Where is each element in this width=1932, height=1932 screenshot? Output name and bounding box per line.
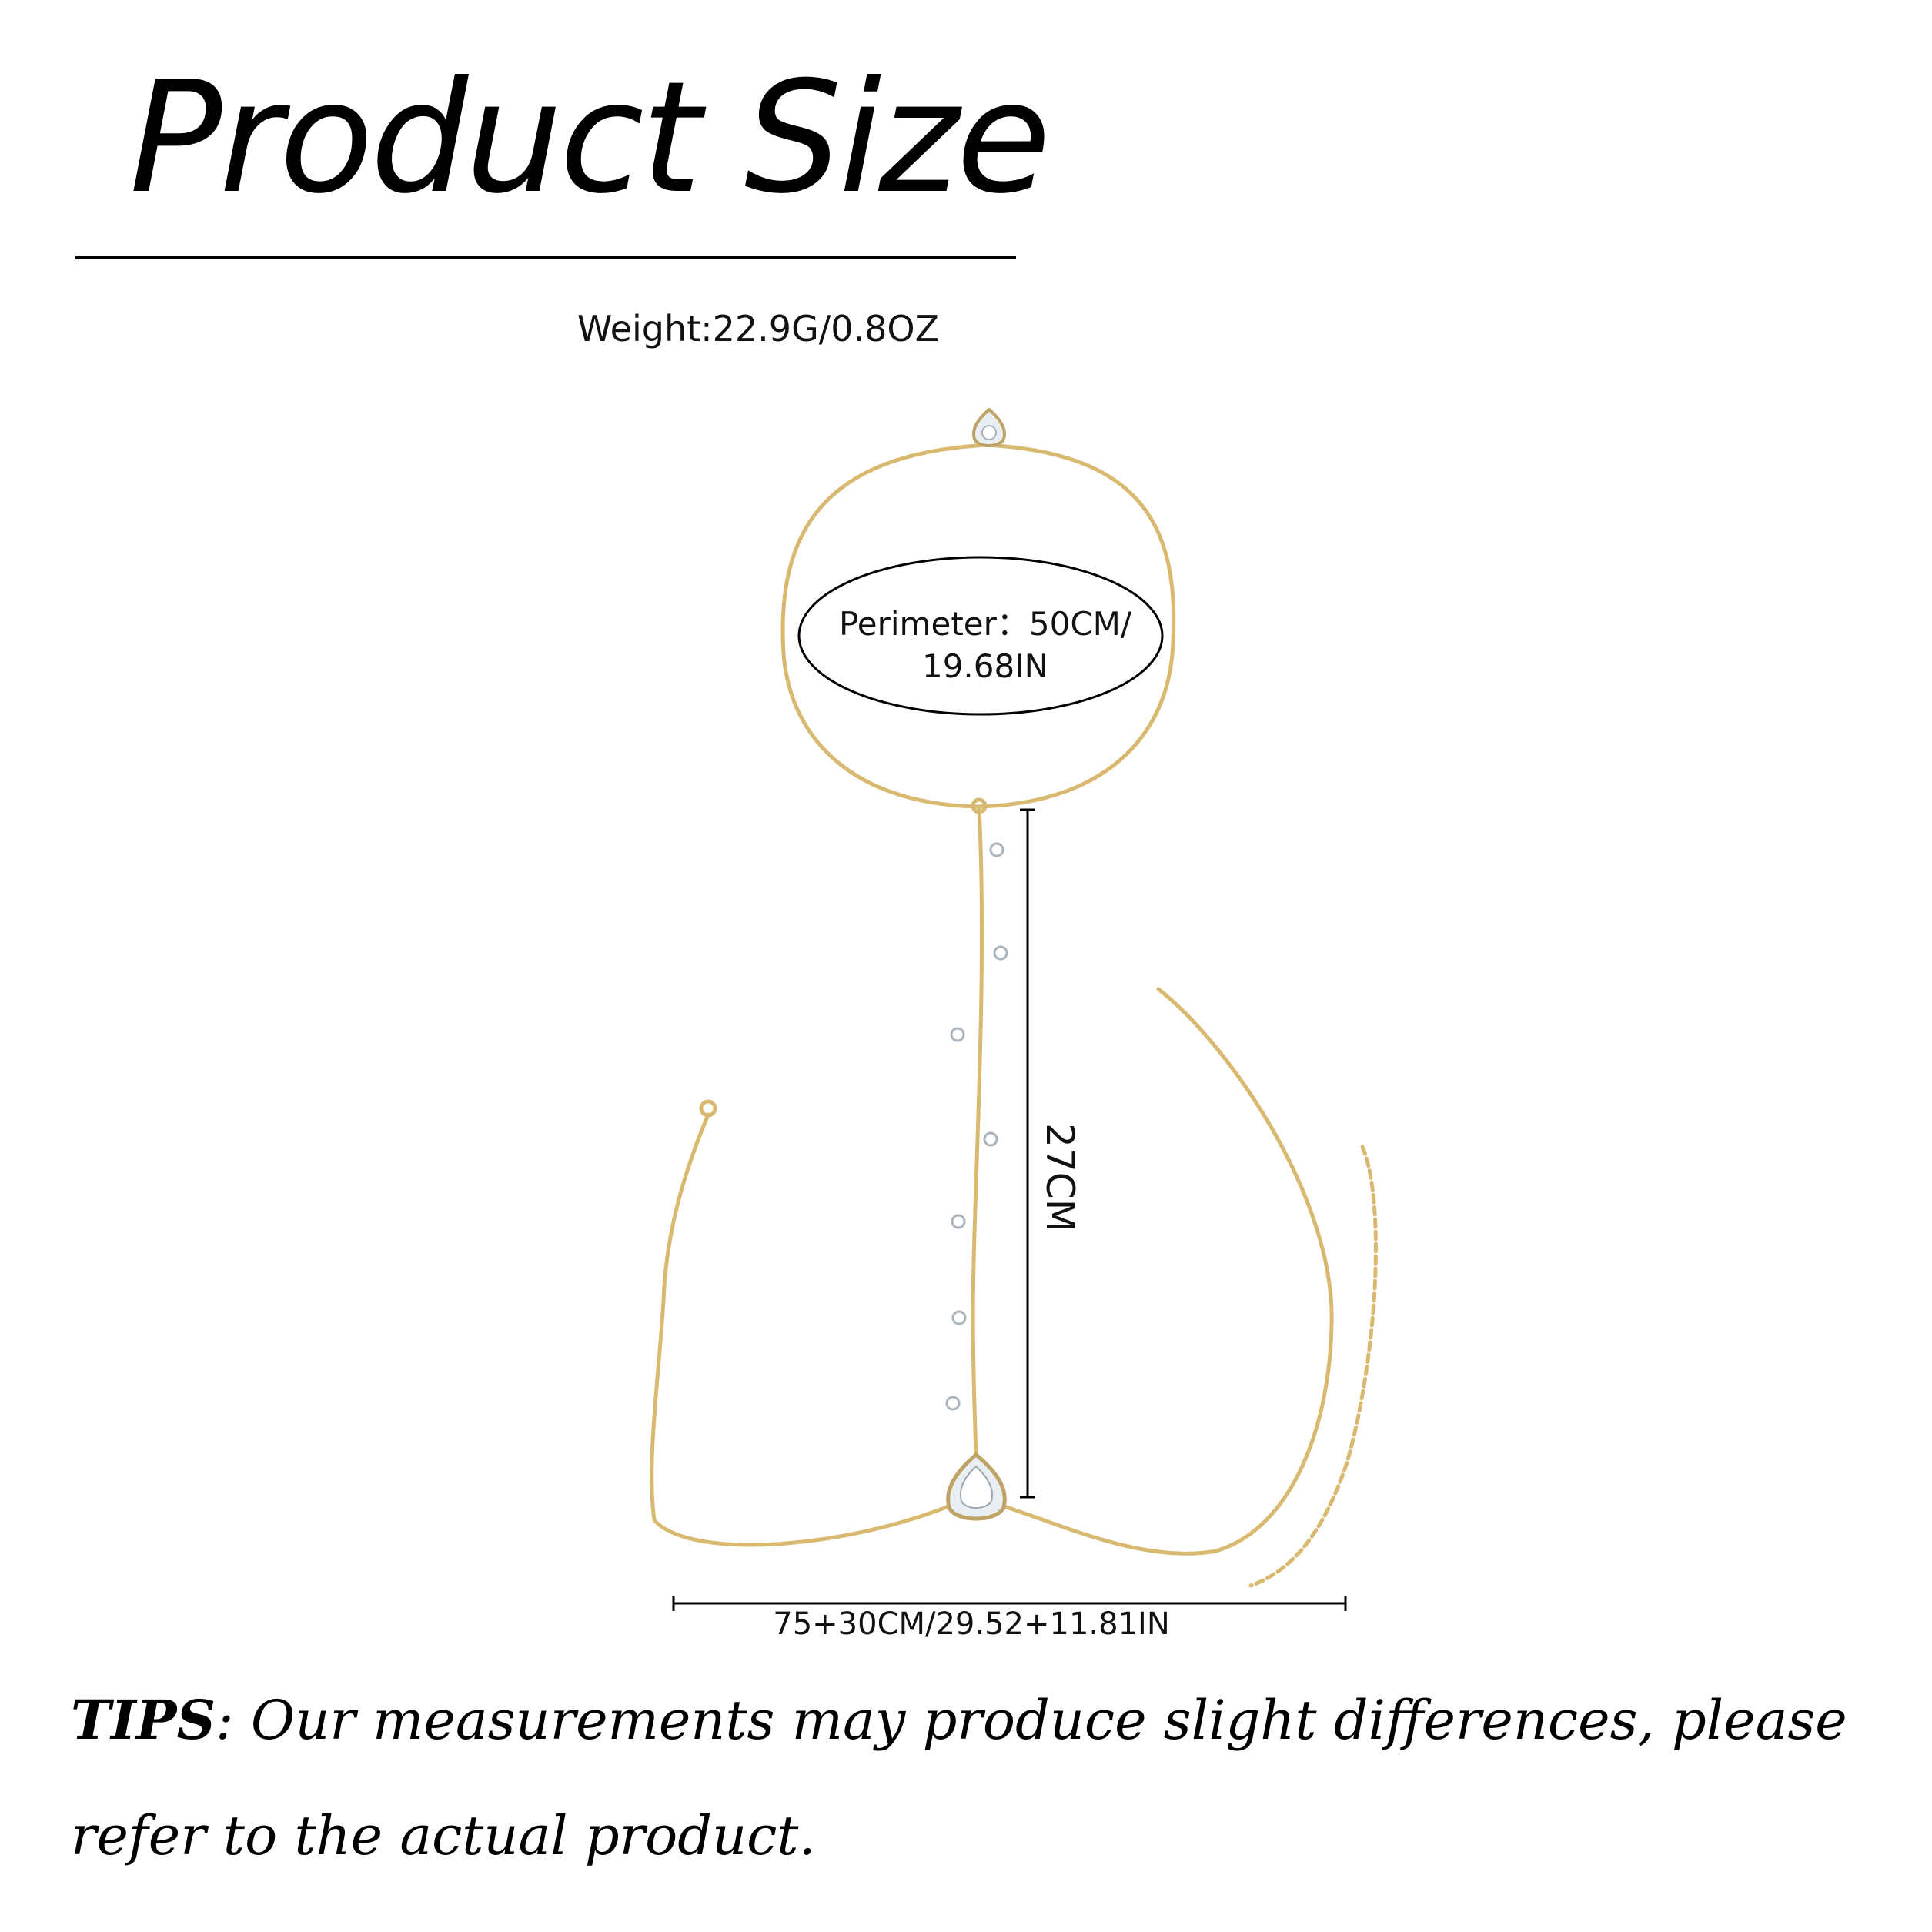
dangle-crystal xyxy=(945,1396,961,1411)
dangle-crystal xyxy=(950,1027,965,1042)
dangle-crystal xyxy=(951,1214,966,1229)
page-title: Product Size xyxy=(129,48,1051,228)
dangle-crystal xyxy=(989,842,1004,857)
dangle-crystal xyxy=(983,1131,998,1147)
length-label: 27CM xyxy=(1038,1123,1082,1232)
right-chain-strand xyxy=(1156,987,1334,1326)
perimeter-ellipse xyxy=(797,556,1164,716)
width-dimension xyxy=(672,1596,1347,1611)
length-dimension xyxy=(1020,808,1035,1499)
title-underline xyxy=(75,256,1016,259)
tips-separator: : xyxy=(216,1689,234,1752)
perimeter-callout: Perimeter：50CM/ 19.68IN xyxy=(797,556,1164,716)
neck-chain-ring xyxy=(780,443,1176,809)
dangle-crystal xyxy=(951,1310,967,1325)
dangle-crystal xyxy=(993,945,1008,961)
tips-text: Our measurements may produce slight diff… xyxy=(71,1689,1847,1867)
width-label: 75+30CM/29.52+11.81IN xyxy=(773,1606,1170,1642)
left-clasp-ring xyxy=(699,1099,717,1118)
tips-note: TIPS: Our measurements may produce sligh… xyxy=(71,1663,1887,1894)
perimeter-label-line2: 19.68IN xyxy=(922,647,1048,685)
center-drop-chain xyxy=(971,806,984,1465)
perimeter-label-line1: Perimeter：50CM/ xyxy=(839,605,1132,643)
tips-label: TIPS xyxy=(71,1688,216,1752)
top-teardrop-crystal xyxy=(972,407,1006,447)
weight-label: Weight:22.9G/0.8OZ xyxy=(577,308,940,349)
center-clasp-ring xyxy=(971,797,988,814)
left-chain-strand xyxy=(661,1112,710,1303)
extender-chain xyxy=(1248,1145,1378,1588)
bottom-teardrop-crystal xyxy=(946,1452,1007,1521)
